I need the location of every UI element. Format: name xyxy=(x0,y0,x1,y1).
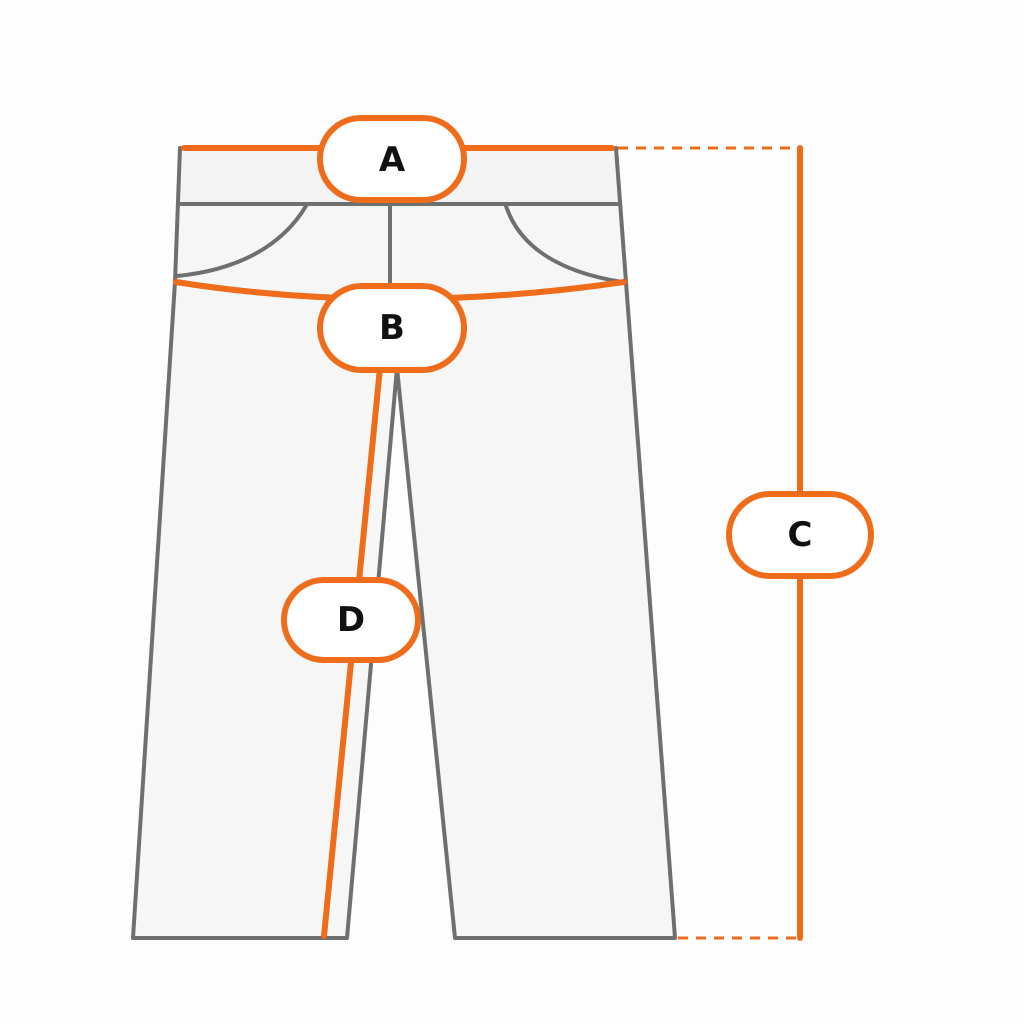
label-hip: B xyxy=(317,283,467,373)
label-waist-text: A xyxy=(379,140,406,180)
pants-body-fill xyxy=(133,148,675,938)
label-hip-pill xyxy=(317,283,467,373)
label-hip-text: B xyxy=(379,308,405,348)
label-waist-pill xyxy=(317,115,467,203)
right-pocket xyxy=(504,204,624,284)
label-inseam-pill xyxy=(281,577,421,663)
left-pocket xyxy=(175,204,308,278)
label-inseam: D xyxy=(281,577,421,663)
label-waist: A xyxy=(317,115,467,203)
label-length-pill xyxy=(726,491,874,579)
label-inseam-text: D xyxy=(337,600,365,640)
pants-icon xyxy=(131,146,677,940)
label-length-text: C xyxy=(788,515,813,555)
label-length: C xyxy=(726,491,874,579)
